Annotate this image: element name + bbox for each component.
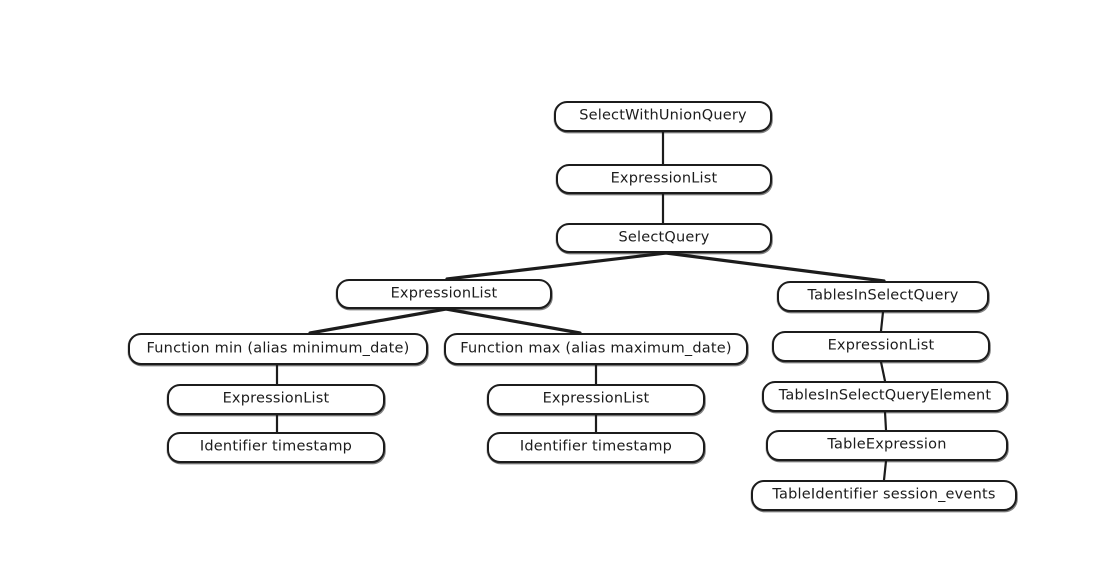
- tree-node-label: Function max (alias maximum_date): [460, 340, 732, 357]
- edge-n3-n5: [308, 307, 448, 335]
- tree-node[interactable]: ExpressionList: [487, 384, 705, 415]
- tree-node[interactable]: Function max (alias maximum_date): [444, 333, 748, 365]
- edge-n13-n14: [882, 459, 888, 482]
- tree-node[interactable]: SelectQuery: [556, 223, 772, 253]
- tree-node[interactable]: ExpressionList: [556, 164, 772, 194]
- edge-n4-n7: [879, 310, 885, 333]
- tree-node-label: Function min (alias minimum_date): [146, 340, 410, 357]
- tree-node-label: ExpressionList: [390, 285, 498, 302]
- edge-n3-n6: [444, 307, 582, 335]
- tree-node[interactable]: TableExpression: [766, 430, 1008, 461]
- tree-node-label: TablesInSelectQuery: [807, 287, 959, 304]
- tree-node[interactable]: ExpressionList: [772, 331, 990, 362]
- tree-node-label: Identifier timestamp: [519, 438, 673, 455]
- tree-node[interactable]: ExpressionList: [336, 279, 552, 309]
- tree-node[interactable]: TablesInSelectQueryElement: [762, 381, 1008, 412]
- tree-node-label: ExpressionList: [542, 390, 650, 407]
- tree-node-label: TableExpression: [827, 436, 947, 453]
- edge-n10-n13: [883, 410, 888, 432]
- tree-node[interactable]: ExpressionList: [167, 384, 385, 415]
- tree-node-label: ExpressionList: [222, 390, 330, 407]
- tree-node-label: TablesInSelectQueryElement: [778, 387, 992, 404]
- tree-node[interactable]: TableIdentifier session_events: [751, 480, 1017, 511]
- tree-node[interactable]: Identifier timestamp: [167, 432, 385, 463]
- tree-node-label: ExpressionList: [827, 337, 935, 354]
- edge-n2-n3: [445, 251, 668, 281]
- tree-node[interactable]: SelectWithUnionQuery: [554, 101, 772, 132]
- tree-node-label: TableIdentifier session_events: [772, 486, 996, 503]
- tree-node-label: ExpressionList: [610, 170, 718, 187]
- tree-node-label: Identifier timestamp: [199, 438, 353, 455]
- tree-node[interactable]: TablesInSelectQuery: [777, 281, 989, 312]
- edge-n2-n4: [664, 251, 886, 283]
- tree-node[interactable]: Function min (alias minimum_date): [128, 333, 428, 365]
- tree-node-label: SelectWithUnionQuery: [579, 107, 747, 124]
- edge-n7-n10: [879, 360, 887, 383]
- tree-node[interactable]: Identifier timestamp: [487, 432, 705, 463]
- tree-node-label: SelectQuery: [618, 229, 710, 246]
